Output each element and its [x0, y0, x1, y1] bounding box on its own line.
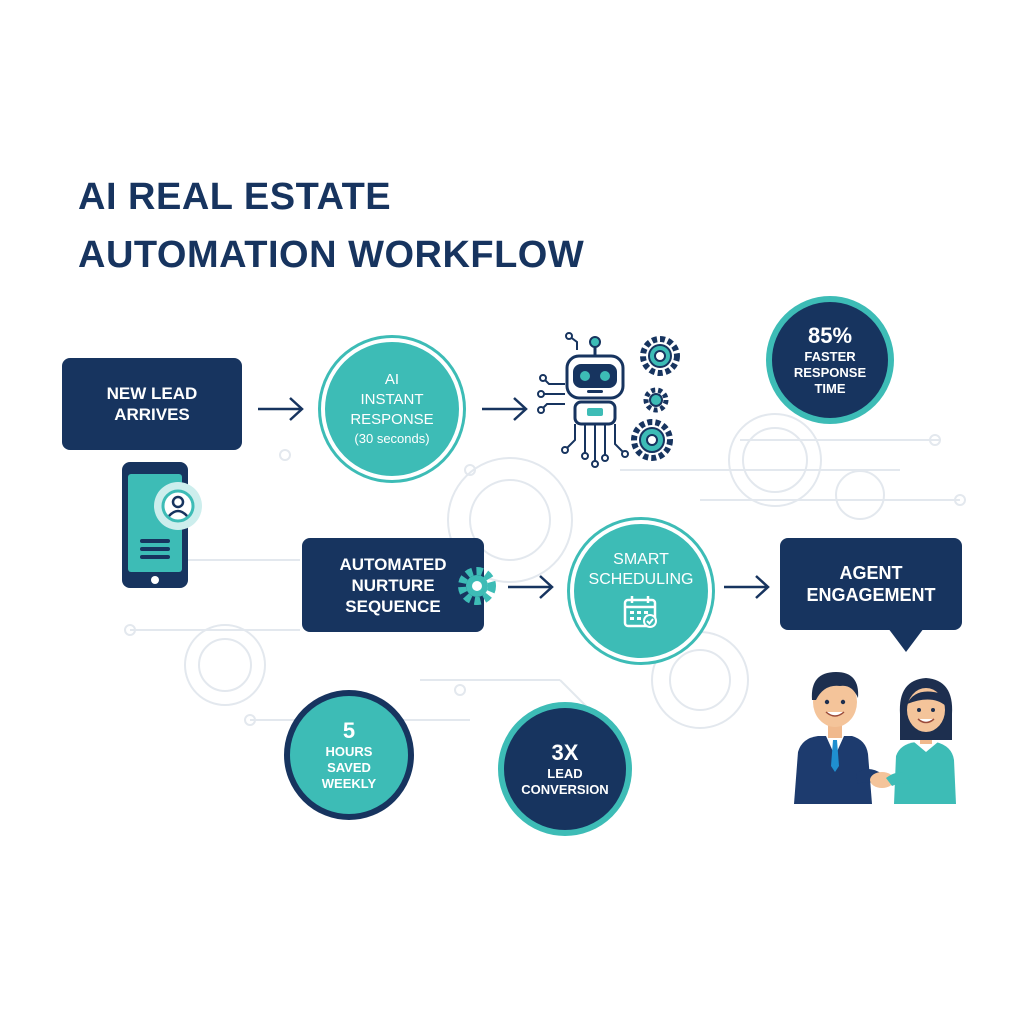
arrow-1: [258, 397, 304, 421]
ai-response-line-3: RESPONSE: [350, 411, 434, 428]
stat-faster-line-2: RESPONSE: [793, 365, 867, 380]
stat-conversion-value: 3X: [551, 740, 579, 765]
step-new-lead-line-1: NEW LEAD: [106, 384, 198, 403]
stat-hours-value: 5: [342, 718, 356, 743]
step-ai-instant-response: AI INSTANT RESPONSE (30 seconds): [321, 338, 463, 480]
step-new-lead-line-2: ARRIVES: [114, 405, 190, 424]
stat-conversion-line-1: LEAD: [547, 766, 583, 781]
step-new-lead: NEW LEAD ARRIVES: [62, 358, 242, 450]
scheduling-line-1: SMART: [613, 551, 669, 568]
stat-hours-line-3: WEEKLY: [321, 776, 377, 791]
ai-response-line-1: AI: [384, 371, 400, 388]
user-chat-icon: [154, 482, 202, 530]
stat-faster-line-3: TIME: [814, 381, 846, 396]
step-agent-engagement: AGENT ENGAGEMENT: [780, 538, 962, 630]
page-title: AI REAL ESTATE AUTOMATION WORKFLOW: [78, 168, 584, 284]
title-line-2: AUTOMATION WORKFLOW: [78, 234, 585, 276]
agent-line-1: AGENT: [839, 563, 903, 583]
stat-faster-response: 85% FASTER RESPONSE TIME: [766, 296, 894, 424]
step-automated-nurture: AUTOMATED NURTURE SEQUENCE: [302, 538, 484, 632]
stat-lead-conversion: 3X LEAD CONVERSION: [498, 702, 632, 836]
stat-conversion-line-2: CONVERSION: [521, 782, 609, 797]
stat-hours-line-1: HOURS: [325, 744, 373, 759]
robot-icon: [537, 332, 629, 468]
agent-line-2: ENGAGEMENT: [806, 585, 936, 605]
scheduling-line-2: SCHEDULING: [588, 571, 694, 588]
stat-hours-saved: 5 HOURS SAVED WEEKLY: [284, 690, 414, 820]
handshake-icon: [794, 672, 956, 804]
arrow-3: [508, 575, 554, 599]
title-line-1: AI REAL ESTATE: [78, 176, 392, 218]
speech-bubble-tail: [888, 628, 924, 652]
calendar-icon: [623, 596, 657, 628]
ai-response-line-4: (30 seconds): [354, 431, 430, 446]
gear-icon: [631, 336, 680, 461]
arrow-2: [482, 397, 528, 421]
nurture-line-2: NURTURE: [351, 575, 435, 595]
nurture-line-1: AUTOMATED: [339, 554, 447, 574]
gear-icon: [458, 567, 496, 605]
ai-response-line-2: INSTANT: [360, 391, 424, 408]
stat-hours-line-2: SAVED: [327, 760, 371, 775]
stat-faster-value: 85%: [807, 323, 853, 348]
arrow-4: [724, 575, 770, 599]
nurture-line-3: SEQUENCE: [345, 596, 441, 616]
step-smart-scheduling: SMART SCHEDULING: [570, 520, 712, 662]
stat-faster-line-1: FASTER: [804, 349, 856, 364]
